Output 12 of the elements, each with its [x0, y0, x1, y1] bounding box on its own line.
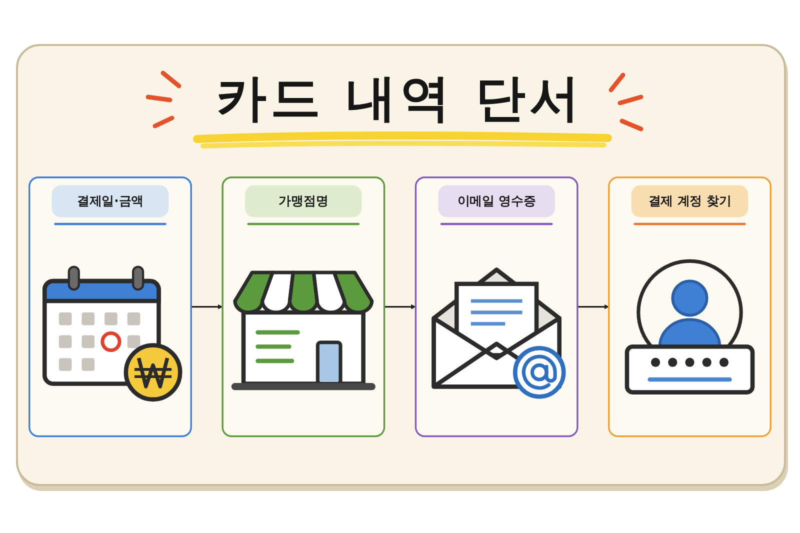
node-label: 결제 계정 찾기: [648, 193, 732, 210]
process-box: [28, 176, 192, 438]
node-label: 이메일 영수증: [457, 193, 536, 210]
process-box: [222, 176, 386, 438]
arrow: [577, 304, 610, 310]
process-box: [414, 176, 578, 438]
arrow: [384, 304, 416, 310]
node-label: 가맹점명: [278, 193, 328, 210]
process-box: [608, 176, 772, 438]
node-label: 결제일·금액: [77, 193, 144, 210]
title: 카드 내역 단서: [216, 70, 584, 128]
arrow: [191, 304, 223, 310]
